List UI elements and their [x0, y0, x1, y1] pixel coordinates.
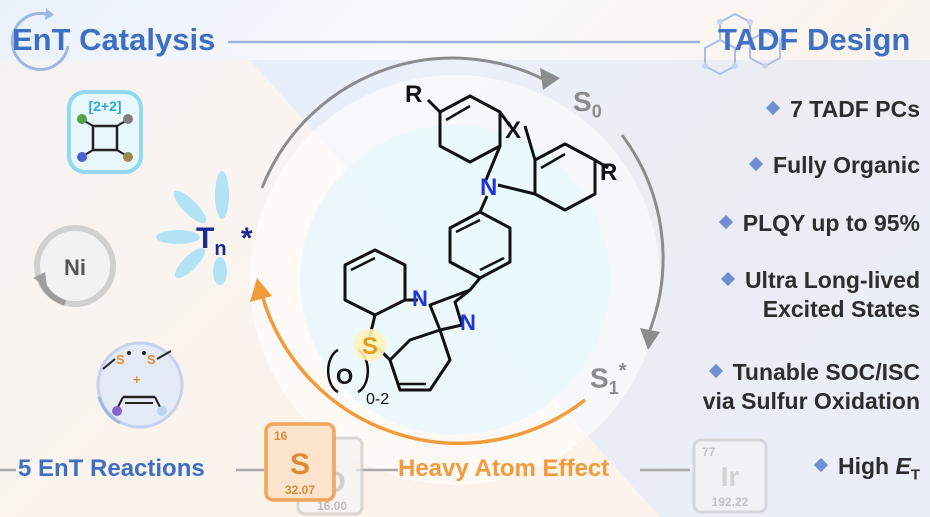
bullet-icon — [718, 214, 733, 229]
heavy-atom-label: Heavy Atom Effect — [398, 455, 610, 482]
nickel-tile: Ni — [33, 225, 116, 307]
feature-fully-organic: Fully Organic — [748, 151, 920, 180]
cycloaddition-tile: [2+2] — [67, 90, 143, 174]
glow-burst-icon — [156, 171, 229, 285]
bullet-icon — [765, 100, 781, 115]
sulfur-mass: 32.07 — [285, 483, 315, 497]
feature-high-et: High ET — [813, 452, 920, 490]
iridium-number: 77 — [702, 445, 716, 459]
sulfur-symbol: S — [290, 448, 310, 481]
x-atom: X — [505, 117, 521, 144]
element-tiles: O 16.00 16 S 32.07 — [264, 422, 364, 516]
ent-catalysis-title: EnT Catalysis — [12, 22, 216, 57]
thio-s2: S — [147, 352, 156, 367]
bullet-icon — [813, 457, 829, 472]
iridium-symbol: Ir — [721, 461, 740, 492]
cycle-arrow-icon — [10, 8, 70, 71]
r-group-top: R — [405, 81, 422, 108]
n-atom-top: N — [480, 174, 497, 201]
cycloaddition-label: [2+2] — [88, 98, 121, 114]
feature-tadf-pcs: 7 TADF PCs — [765, 95, 920, 124]
oxidation-range: 0-2 — [366, 391, 389, 408]
ent-reactions-label: 5 EnT Reactions — [18, 455, 205, 482]
oxygen-mass: 16.00 — [317, 499, 347, 513]
thio-s1: S — [116, 352, 125, 367]
bullet-icon — [708, 363, 723, 378]
tn-state-label: Tn * — [196, 222, 253, 260]
o-atom: O — [336, 364, 353, 389]
n-atom-mid: N — [412, 286, 428, 311]
s-atom: S — [362, 333, 378, 360]
thiyl-radical-tile: S S + — [96, 341, 184, 429]
thio-plus: + — [133, 372, 141, 387]
s1-state-label: S1* — [590, 360, 627, 398]
bullet-icon — [748, 156, 764, 171]
n-atom-right: N — [460, 310, 476, 335]
iridium-mass: 192.22 — [712, 495, 749, 509]
ni-label: Ni — [64, 255, 86, 280]
s0-state-label: S0 — [573, 86, 602, 122]
bullet-icon — [720, 271, 736, 286]
molecule-network-icon — [702, 12, 783, 76]
r-group-right: R — [600, 159, 617, 186]
sulfur-number: 16 — [274, 429, 288, 443]
iridium-tile: 77 Ir 192.22 — [692, 438, 768, 514]
feature-plqy: PLQY up to 95% — [718, 209, 920, 238]
tadf-design-title: TADF Design — [718, 22, 911, 57]
